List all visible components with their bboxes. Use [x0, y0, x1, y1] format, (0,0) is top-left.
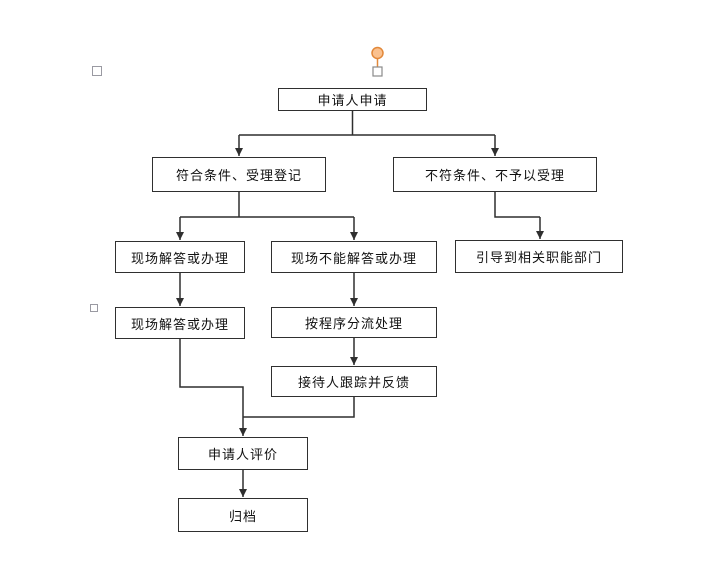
node-cannot-answer-onsite[interactable]: 现场不能解答或办理 — [271, 241, 437, 273]
rotation-handle[interactable] — [371, 46, 384, 77]
object-anchor-icon — [90, 304, 98, 312]
rotation-handle-knob-icon[interactable] — [371, 46, 384, 60]
node-not-meet-conditions[interactable]: 不符条件、不予以受理 — [393, 157, 597, 192]
selection-handle-icon[interactable] — [372, 66, 383, 77]
node-receptionist-follow-up[interactable]: 接待人跟踪并反馈 — [271, 366, 437, 397]
connector-merge-left — [179, 339, 244, 417]
node-procedure-diversion[interactable]: 按程序分流处理 — [271, 307, 437, 338]
node-applicant-apply[interactable]: 申请人申请 — [278, 88, 427, 111]
node-onsite-answer-2[interactable]: 现场解答或办理 — [115, 307, 245, 339]
node-guide-to-departments[interactable]: 引导到相关职能部门 — [455, 240, 623, 273]
connector-merge-right — [243, 397, 355, 418]
object-anchor-icon — [92, 66, 102, 76]
node-meets-conditions[interactable]: 符合条件、受理登记 — [152, 157, 326, 192]
node-archive[interactable]: 归档 — [178, 498, 308, 532]
node-applicant-evaluation[interactable]: 申请人评价 — [178, 437, 308, 470]
node-onsite-answer-1[interactable]: 现场解答或办理 — [115, 241, 245, 273]
connector-notmeet-elbow — [494, 192, 540, 218]
